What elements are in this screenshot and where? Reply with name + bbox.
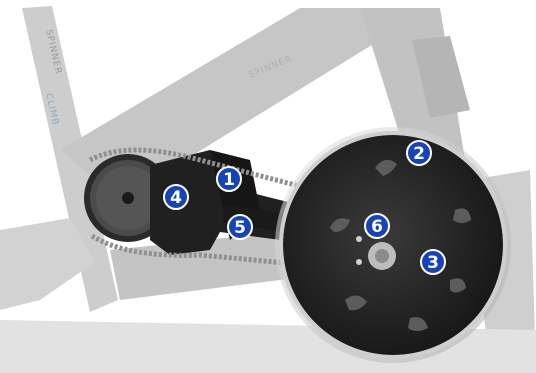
- callout-1: 1: [217, 167, 241, 191]
- callout-5: 5: [228, 215, 252, 239]
- callout-2-label: 2: [413, 144, 425, 164]
- callout-6: 6: [365, 214, 389, 238]
- callout-4-label: 4: [170, 188, 182, 208]
- callout-4: 4: [164, 185, 188, 209]
- callout-2: 2: [407, 141, 431, 165]
- callout-3: 3: [421, 250, 445, 274]
- callout-5-label: 5: [234, 218, 246, 238]
- callout-6-label: 6: [371, 217, 383, 237]
- flywheel: [275, 127, 511, 363]
- callout-3-label: 3: [427, 253, 439, 273]
- callout-1-label: 1: [223, 170, 235, 190]
